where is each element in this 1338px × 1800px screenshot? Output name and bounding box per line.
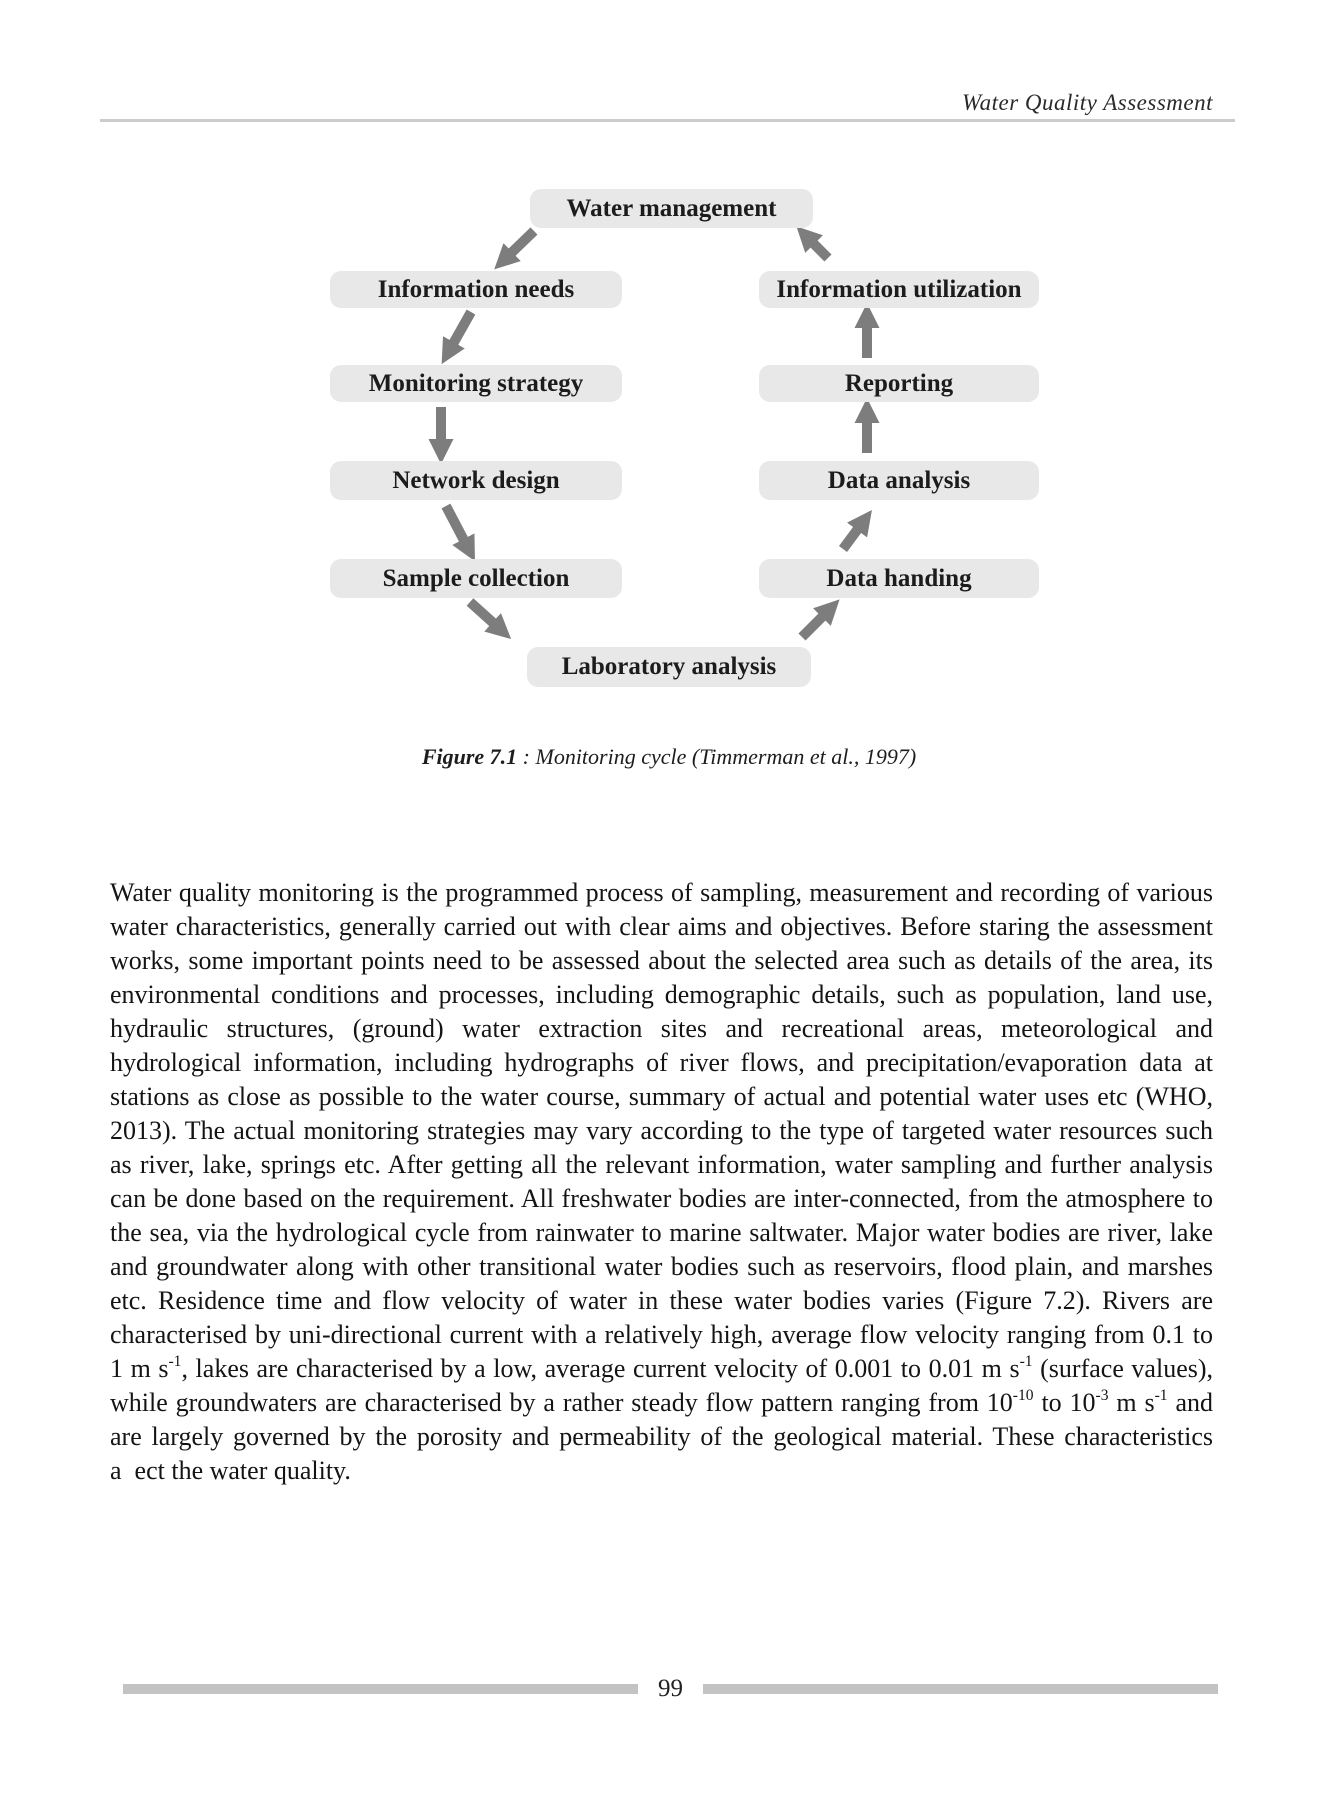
figure-caption: Figure 7.1 : Monitoring cycle (Timmerman… xyxy=(0,744,1338,770)
arrow-information-utilization-to-water-management xyxy=(796,226,832,262)
arrow-network-design-to-sample-collection xyxy=(441,503,475,562)
arrow-laboratory-analysis-to-data-handing xyxy=(798,599,840,641)
header-rule xyxy=(100,119,1235,122)
flow-node-monitoring-strategy: Monitoring strategy xyxy=(330,365,622,402)
flow-node-water-management: Water management xyxy=(530,189,813,228)
footer-rule-left xyxy=(123,1684,638,1694)
figure-caption-text: : Monitoring cycle (Timmerman et al., 19… xyxy=(517,744,917,769)
flow-node-network-design: Network design xyxy=(330,461,622,500)
arrow-data-handing-to-data-analysis xyxy=(838,509,872,552)
arrow-sample-collection-to-laboratory-analysis xyxy=(466,598,512,640)
flow-node-sample-collection: Sample collection xyxy=(330,559,622,598)
flow-node-information-needs: Information needs xyxy=(330,271,622,308)
flow-node-information-utilization: Information utilization xyxy=(759,271,1039,308)
footer-rule-right xyxy=(703,1684,1218,1694)
body-paragraph: Water quality monitoring is the programm… xyxy=(110,878,1214,1485)
flow-node-data-handing: Data handing xyxy=(759,559,1039,598)
arrow-water-management-to-information-needs xyxy=(494,227,538,270)
arrow-information-needs-to-monitoring-strategy xyxy=(441,309,476,365)
flow-node-reporting: Reporting xyxy=(759,365,1039,402)
page-footer: 99 xyxy=(123,1675,1218,1702)
flow-node-laboratory-analysis: Laboratory analysis xyxy=(527,647,811,687)
flow-node-data-analysis: Data analysis xyxy=(759,461,1039,500)
figure-caption-label: Figure 7.1 xyxy=(421,744,518,769)
running-header-title: Water Quality Assessment xyxy=(962,90,1213,115)
page-number: 99 xyxy=(658,1675,683,1702)
